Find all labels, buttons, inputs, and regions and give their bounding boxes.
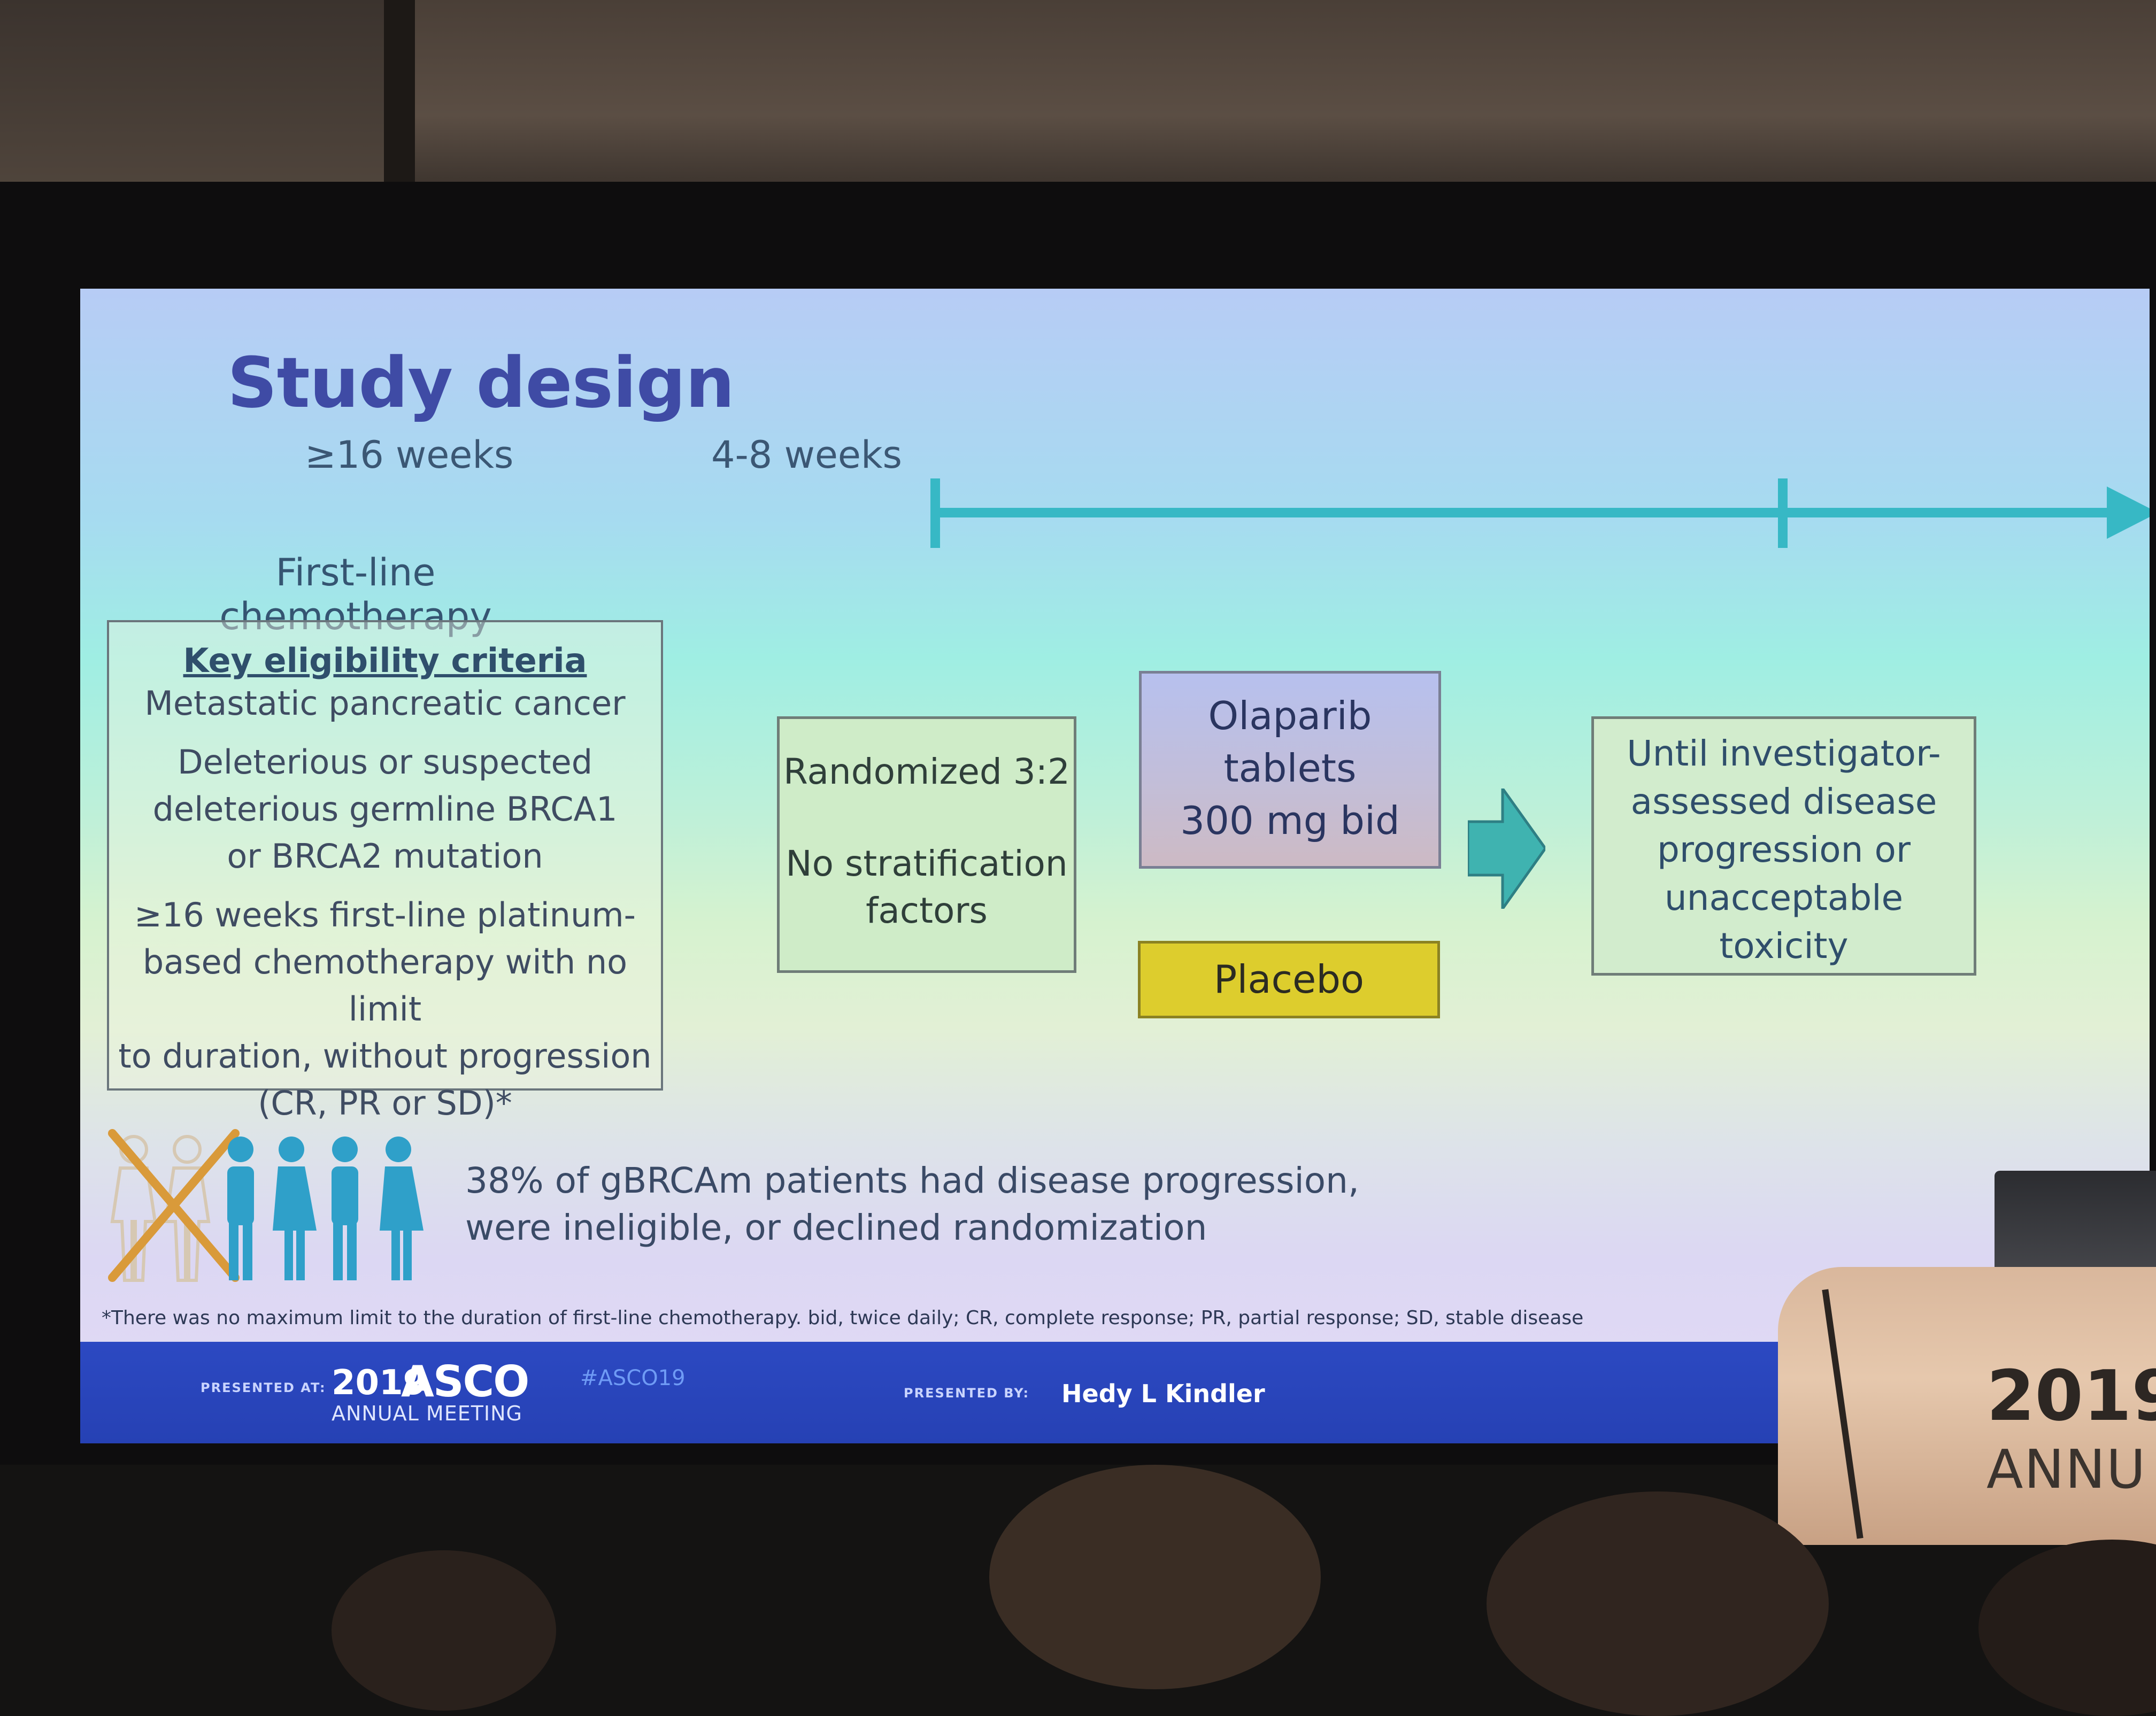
treatment-duration-box: Until investigator- assessed disease pro… bbox=[1591, 716, 1976, 976]
first-line-chemo-label: First-line chemotherapy bbox=[219, 551, 492, 638]
randomized-ratio: Randomized 3:2 bbox=[783, 751, 1070, 792]
randomization-box: Randomized 3:2 No stratification factors bbox=[777, 716, 1076, 973]
olaparib-line-2: tablets bbox=[1223, 746, 1357, 791]
slide-title: Study design bbox=[227, 342, 735, 423]
audience-head-3 bbox=[1487, 1491, 1829, 1716]
criteria-item-3-line-4: (CR, PR or SD)* bbox=[258, 1084, 512, 1123]
until-line-3: progression or bbox=[1657, 829, 1911, 870]
room-pillar bbox=[384, 0, 415, 203]
eligibility-criteria-box: Key eligibility criteria Metastatic panc… bbox=[107, 620, 663, 1123]
timeline-tick-mid bbox=[1778, 478, 1788, 548]
stratification-line-2: factors bbox=[866, 890, 988, 931]
podium-annual-text: ANNU bbox=[1986, 1438, 2147, 1501]
timeline-tick-start bbox=[930, 478, 940, 548]
progression-note-line-1: 38% of gBRCAm patients had disease progr… bbox=[465, 1160, 1359, 1201]
olaparib-arm-box: Olaparib tablets 300 mg bid bbox=[1139, 671, 1441, 869]
cross-mark-icon bbox=[108, 1129, 240, 1282]
flow-arrow-icon bbox=[1468, 789, 1545, 909]
until-line-5: toxicity bbox=[1719, 925, 1849, 967]
week-label-washout: 4-8 weeks bbox=[711, 433, 902, 477]
patient-figures-icon bbox=[108, 1129, 424, 1282]
patient-figure-2 bbox=[273, 1137, 317, 1280]
podium-year: 2019 bbox=[1986, 1355, 2156, 1436]
patient-figure-1 bbox=[227, 1137, 254, 1280]
hashtag: #ASCO19 bbox=[580, 1366, 686, 1390]
until-line-4: unacceptable bbox=[1664, 877, 1904, 918]
criteria-item-3-line-3: to duration, without progression bbox=[118, 1037, 652, 1076]
footer-year: 2019 bbox=[332, 1363, 427, 1403]
criteria-item-2-line-3: or BRCA2 mutation bbox=[227, 837, 543, 876]
presented-by-label: PRESENTED BY: bbox=[904, 1386, 1030, 1401]
progression-note: 38% of gBRCAm patients had disease progr… bbox=[465, 1157, 1359, 1251]
presenter-name: Hedy L Kindler bbox=[1061, 1379, 1265, 1408]
until-line-2: assessed disease bbox=[1630, 781, 1937, 822]
patient-figure-4 bbox=[380, 1137, 424, 1280]
audience-head-2 bbox=[989, 1465, 1321, 1689]
projected-slide: Study design ≥16 weeks 4-8 weeks First-l… bbox=[80, 289, 2150, 1443]
week-label-chemo: ≥16 weeks bbox=[305, 433, 514, 477]
olaparib-line-3: 300 mg bid bbox=[1180, 798, 1400, 843]
until-line-1: Until investigator- bbox=[1627, 733, 1941, 774]
placebo-arm-box: Placebo bbox=[1138, 941, 1440, 1018]
criteria-item-3-line-1: ≥16 weeks first-line platinum- bbox=[134, 895, 636, 934]
progression-note-line-2: were ineligible, or declined randomizati… bbox=[465, 1207, 1207, 1248]
timeline-line bbox=[930, 508, 2118, 517]
criteria-item-1: Metastatic pancreatic cancer bbox=[144, 684, 626, 723]
olaparib-line-1: Olaparib bbox=[1208, 693, 1372, 738]
audience-head-1 bbox=[332, 1550, 556, 1711]
room-wall-left bbox=[0, 0, 385, 192]
presented-at-label: PRESENTED AT: bbox=[201, 1380, 326, 1395]
slide-footnote: *There was no maximum limit to the durat… bbox=[102, 1307, 1584, 1329]
criteria-item-3-line-2: based chemotherapy with no limit bbox=[142, 942, 628, 1029]
timeline-arrowhead bbox=[2107, 486, 2150, 539]
patient-figure-3 bbox=[332, 1137, 358, 1280]
stratification-line-1: No stratification bbox=[786, 843, 1068, 884]
audience-head-4 bbox=[1978, 1540, 2156, 1716]
asco-logo: ASCO bbox=[401, 1357, 529, 1406]
criteria-item-2-line-1: Deleterious or suspected bbox=[177, 743, 593, 782]
criteria-heading: Key eligibility criteria bbox=[183, 641, 587, 680]
criteria-item-2-line-2: deleterious germline BRCA1 bbox=[152, 790, 618, 829]
annual-meeting-label: ANNUAL MEETING bbox=[332, 1402, 523, 1425]
